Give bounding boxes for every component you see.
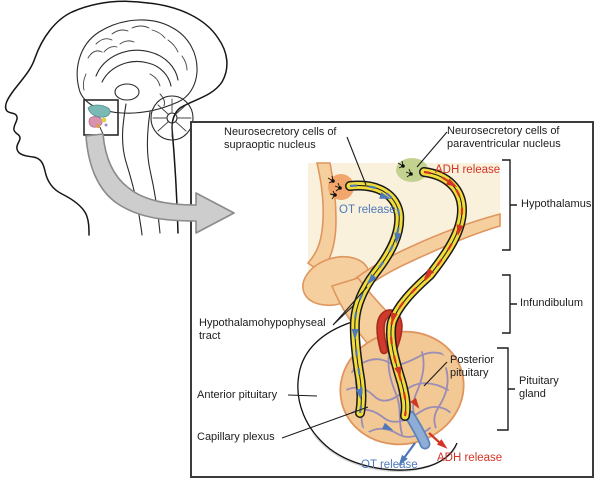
tract-pointer-lines <box>332 286 368 326</box>
label-adh-release-bottom: ADH release <box>437 452 503 464</box>
label-supraoptic-cells: Neurosecretory cells of supraoptic nucle… <box>224 126 337 152</box>
zoom-arrow <box>85 133 235 234</box>
supraoptic-pointer-line <box>346 136 367 186</box>
adh-flow-arrowheads <box>390 178 464 409</box>
label-ot-release-top: OT release <box>339 204 396 216</box>
label-hypophyseal-tract: Hypothalamohypophyseal tract <box>199 317 326 343</box>
supraoptic-neurons <box>327 175 342 200</box>
hypothalamus-blob <box>88 116 103 128</box>
infundibulum-bracket <box>502 274 517 334</box>
paraventricular-pointer-line <box>416 131 448 168</box>
capillary-pointer-line <box>281 406 369 439</box>
label-adh-release-top: ADH release <box>435 164 501 176</box>
head-back-outline <box>147 2 228 234</box>
head-outline <box>4 0 149 236</box>
label-capillary-plexus: Capillary plexus <box>197 431 275 443</box>
nucleus-dot-yellow <box>101 117 107 123</box>
nucleus-dot-purple <box>104 123 108 127</box>
label-hypothalamus: Hypothalamus <box>521 198 592 210</box>
callout-lines <box>281 131 448 439</box>
vein <box>406 412 429 448</box>
thalamus-outline <box>114 83 140 101</box>
gyri-lines <box>82 25 188 107</box>
corpus-callosum-inner <box>101 61 172 87</box>
ot-flow-arrowheads <box>351 192 402 431</box>
cerebellum <box>150 95 194 141</box>
head-inset-illustration <box>4 0 228 236</box>
thalamus-blob <box>87 104 111 118</box>
ot-release-arrow <box>398 442 416 466</box>
pituitary-stalk-mini <box>99 126 104 135</box>
adh-axon-tract <box>385 167 468 421</box>
label-infundibulum: Infundibulum <box>520 297 583 309</box>
region-brackets <box>497 159 517 431</box>
cerebrum-outline <box>76 19 198 114</box>
adh-release-arrow <box>428 432 448 449</box>
detail-anatomy <box>281 131 517 473</box>
label-pituitary-gland: Pituitary gland <box>519 375 559 401</box>
anterior-pointer-line <box>287 394 318 397</box>
hypothalamus-bracket <box>502 159 517 251</box>
label-paraventricular-cells: Neurosecretory cells of paraventricular … <box>447 125 561 151</box>
corpus-callosum <box>95 49 179 81</box>
nucleus-dot-orange <box>96 124 100 128</box>
anterior-pituitary-outline <box>297 321 458 471</box>
pituitary-bracket <box>497 347 515 431</box>
label-posterior-pituitary: Posterior pituitary <box>450 354 495 380</box>
magnified-region-box <box>83 99 119 136</box>
paraventricular-neurons <box>397 160 413 178</box>
posterior-pointer-line <box>423 361 448 387</box>
label-anterior-pituitary: Anterior pituitary <box>197 389 278 401</box>
brainstem-front <box>122 103 143 236</box>
label-ot-release-bottom: OT release <box>361 459 418 471</box>
